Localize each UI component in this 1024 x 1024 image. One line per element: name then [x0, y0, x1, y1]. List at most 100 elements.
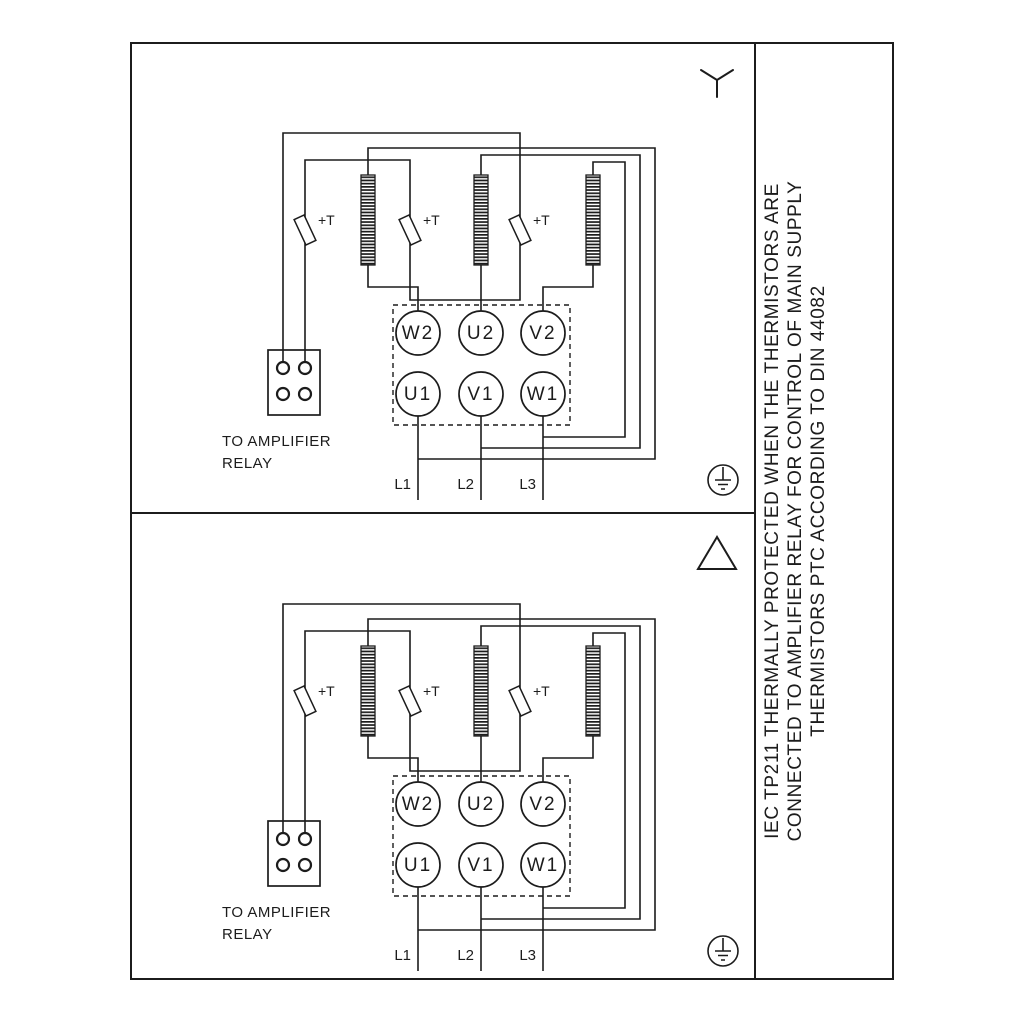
relay-box: [267, 349, 321, 416]
terminal-block-outline: [392, 775, 571, 897]
terminal-u2-ring: [458, 310, 504, 356]
winding1-return-wire: [367, 147, 656, 460]
terminal-w2-label: W2: [402, 323, 435, 344]
star-symbol: [700, 69, 734, 98]
winding2-return-wire: [480, 154, 641, 449]
terminal-u1-ring: [395, 371, 441, 417]
supply-label-l3: L3: [519, 947, 536, 964]
terminal-u2: U2: [458, 310, 504, 356]
thermistor-3-label: +T: [533, 683, 550, 699]
amplifier-relay: [267, 820, 321, 887]
winding-coil-1: [360, 174, 376, 266]
terminal-u2-label: U2: [467, 794, 495, 815]
terminal-v1: V1: [458, 842, 504, 888]
earth-symbol: [707, 935, 739, 967]
supply-label-l2: L2: [457, 476, 474, 493]
earth-circle: [707, 935, 739, 967]
winding-coil-3: [585, 645, 601, 737]
terminal-w1-ring: [520, 371, 566, 417]
relay-lead-stubs: [282, 350, 306, 362]
terminal-u1: U1: [395, 842, 441, 888]
terminal-u1-label: U1: [404, 855, 432, 876]
supply-label-l1: L1: [394, 476, 411, 493]
terminal-v2-ring: [520, 781, 566, 827]
relay-caption-line2: RELAY: [222, 926, 273, 943]
terminal-v2-label: V2: [529, 794, 556, 815]
terminal-u1-label: U1: [404, 384, 432, 405]
winding1-to-w2-wire: [367, 265, 419, 311]
winding-coil-1: [360, 645, 376, 737]
delta-symbol: [696, 535, 738, 570]
star-connection-panel: +T +T +T W2 U2 V2 U1 V1 W1: [222, 69, 739, 500]
terminal-u2-ring: [458, 781, 504, 827]
terminal-w1-ring: [520, 842, 566, 888]
terminal-w2-ring: [395, 310, 441, 356]
delta-connection-panel: +T +T +T W2 U2 V2 U1 V1 W1: [222, 535, 739, 971]
relay-caption-line1: TO AMPLIFIER: [222, 904, 331, 921]
winding-coil-3: [585, 174, 601, 266]
winding3-return-wire: [543, 161, 626, 438]
relay-contact-1: [275, 831, 291, 847]
terminal-v1-ring: [458, 842, 504, 888]
relay-box: [267, 820, 321, 887]
winding3-return-wire: [543, 632, 626, 909]
relay-contact-4: [297, 386, 313, 402]
thermistor-circuit-wire: [282, 132, 521, 350]
terminal-u1-ring: [395, 842, 441, 888]
earth-bars: [715, 467, 731, 490]
terminal-w2-label: W2: [402, 794, 435, 815]
thermistor-2-label: +T: [423, 212, 440, 228]
thermistor-1-label: +T: [318, 683, 335, 699]
winding3-to-v2-wire: [542, 736, 594, 782]
thermistor-symbol-1: [293, 213, 317, 247]
relay-contact-3: [275, 857, 291, 873]
amplifier-relay: [267, 349, 321, 416]
thermistor-3-label: +T: [533, 212, 550, 228]
outer-border: [130, 42, 894, 980]
terminal-v1-ring: [458, 371, 504, 417]
thermistor-circuit-wire: [282, 603, 521, 821]
thermistor-1-label: +T: [318, 212, 335, 228]
earth-symbol: [707, 464, 739, 496]
relay-contact-1: [275, 360, 291, 376]
winding-coil-2: [473, 174, 489, 266]
note-line-3: THERMISTORS PTC ACCORDING TO DIN 44082: [808, 285, 829, 736]
winding1-return-wire: [367, 618, 656, 931]
relay-contact-2: [297, 831, 313, 847]
supply-label-l1: L1: [394, 947, 411, 964]
relay-contact-4: [297, 857, 313, 873]
terminal-v1-label: V1: [467, 855, 494, 876]
relay-contact-2: [297, 360, 313, 376]
terminal-w1: W1: [520, 371, 566, 417]
relay-caption-line2: RELAY: [222, 455, 273, 472]
winding2-return-wire: [480, 625, 641, 920]
terminal-v1-label: V1: [467, 384, 494, 405]
terminal-v1: V1: [458, 371, 504, 417]
note-line-2: CONNECTED TO AMPLIFIER RELAY FOR CONTROL…: [785, 181, 806, 842]
terminal-w2-ring: [395, 781, 441, 827]
relay-lead-stubs: [282, 821, 306, 833]
terminal-w2: W2: [395, 781, 441, 827]
relay-contact-3: [275, 386, 291, 402]
winding3-to-v2-wire: [542, 265, 594, 311]
thermistor-2-label: +T: [423, 683, 440, 699]
relay-caption-line1: TO AMPLIFIER: [222, 433, 331, 450]
thermistor-symbol-3: [508, 684, 532, 718]
terminal-v2: V2: [520, 781, 566, 827]
terminal-v2-ring: [520, 310, 566, 356]
thermistor-symbol-3: [508, 213, 532, 247]
thermistor-symbol-2: [398, 213, 422, 247]
supply-label-l3: L3: [519, 476, 536, 493]
note-line-1: IEC TP211 THERMALLY PROTECTED WHEN THE T…: [762, 183, 783, 839]
supply-label-l2: L2: [457, 947, 474, 964]
terminal-w2: W2: [395, 310, 441, 356]
terminal-v2: V2: [520, 310, 566, 356]
terminal-w1-label: W1: [527, 384, 560, 405]
terminal-u1: U1: [395, 371, 441, 417]
earth-bars: [715, 938, 731, 961]
winding-coil-2: [473, 645, 489, 737]
terminal-w1: W1: [520, 842, 566, 888]
terminal-w1-label: W1: [527, 855, 560, 876]
